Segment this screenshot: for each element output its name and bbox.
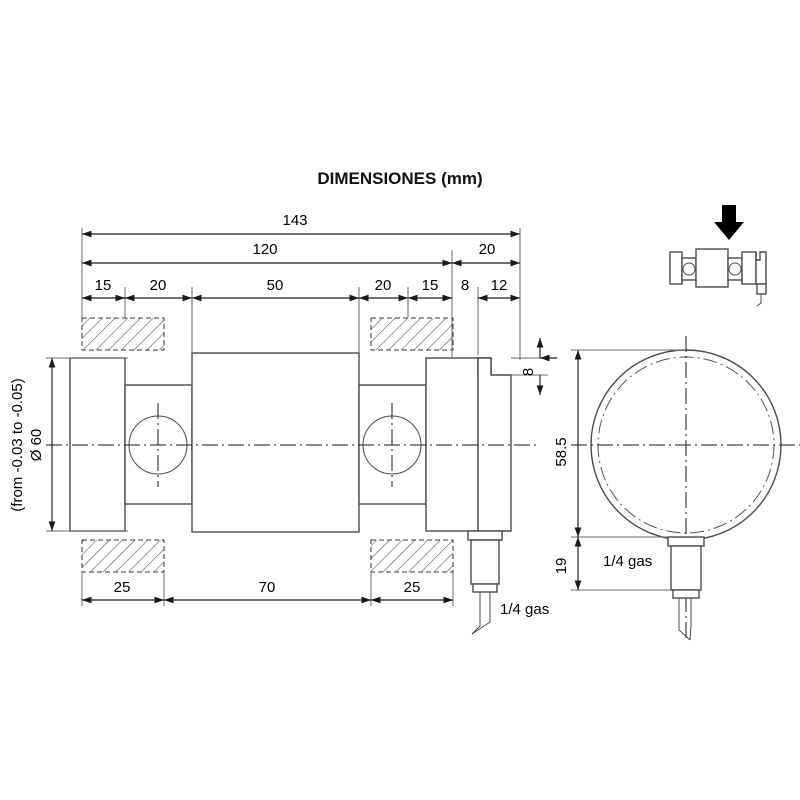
cable-right-edge	[471, 592, 491, 635]
dimlabel-12: 12	[491, 277, 508, 294]
dimlabel-tolerance: (from -0.03 to -0.05)	[9, 378, 26, 511]
dimlabel-58-5: 58.5	[553, 437, 570, 466]
dimlabel-diameter-60: Ø 60	[28, 429, 45, 462]
side-view-geometry	[571, 336, 800, 641]
load-direction-pictogram	[669, 205, 767, 307]
connector-body	[470, 539, 500, 585]
front-view-geometry	[46, 317, 540, 635]
dimlabel-15-left: 15	[95, 277, 112, 294]
side-connector-nut	[672, 589, 700, 599]
dimlabel-19: 19	[553, 558, 570, 575]
picto-right-neck	[727, 257, 743, 281]
picto-left-flange	[669, 251, 683, 285]
picto-left-neck	[681, 257, 697, 281]
dimlabel-25-left: 25	[114, 579, 131, 596]
dimlabel-143: 143	[282, 212, 307, 229]
side-connector-body	[670, 545, 702, 591]
dimlabel-8-right: 8	[520, 368, 537, 376]
dimlabel-8-top: 8	[461, 277, 469, 294]
side-cable-right-edge	[689, 598, 692, 641]
support-block-top-left	[81, 317, 165, 351]
dimlabel-25-right: 25	[404, 579, 421, 596]
front-view-dimensions: 143 120 20 15 20 50 20 15 8 12	[9, 212, 557, 618]
picto-connector	[756, 283, 767, 295]
side-cable-left-edge	[678, 598, 691, 641]
picto-left-hole	[682, 262, 696, 276]
front-connector-label: 1/4 gas	[500, 601, 549, 618]
picto-right-end	[741, 251, 757, 285]
drawing-title: DIMENSIONES (mm)	[317, 169, 482, 188]
connector-collar	[467, 530, 503, 541]
side-connector-label: 1/4 gas	[603, 553, 652, 570]
dimlabel-15-right: 15	[422, 277, 439, 294]
connector-nut	[472, 583, 498, 593]
picto-center-block	[695, 248, 729, 288]
cable-left-edge	[471, 592, 481, 635]
dimlabel-20-leftneck: 20	[150, 277, 167, 294]
dimlabel-20-rightneck: 20	[375, 277, 392, 294]
dimlabel-70: 70	[259, 579, 276, 596]
dimlabel-120: 120	[252, 241, 277, 258]
down-arrow-icon	[714, 205, 744, 240]
dimlabel-50: 50	[267, 277, 284, 294]
support-block-top-right	[370, 317, 454, 351]
dimlabel-20-right: 20	[479, 241, 496, 258]
picto-right-hole	[728, 262, 742, 276]
support-block-bottom-left	[81, 539, 165, 573]
center-block	[191, 352, 360, 533]
side-view-dimensions: 58.5 19 1/4 gas	[553, 349, 686, 591]
side-connector-collar	[667, 536, 705, 547]
support-block-bottom-right	[370, 539, 454, 573]
picto-cable	[756, 294, 762, 307]
